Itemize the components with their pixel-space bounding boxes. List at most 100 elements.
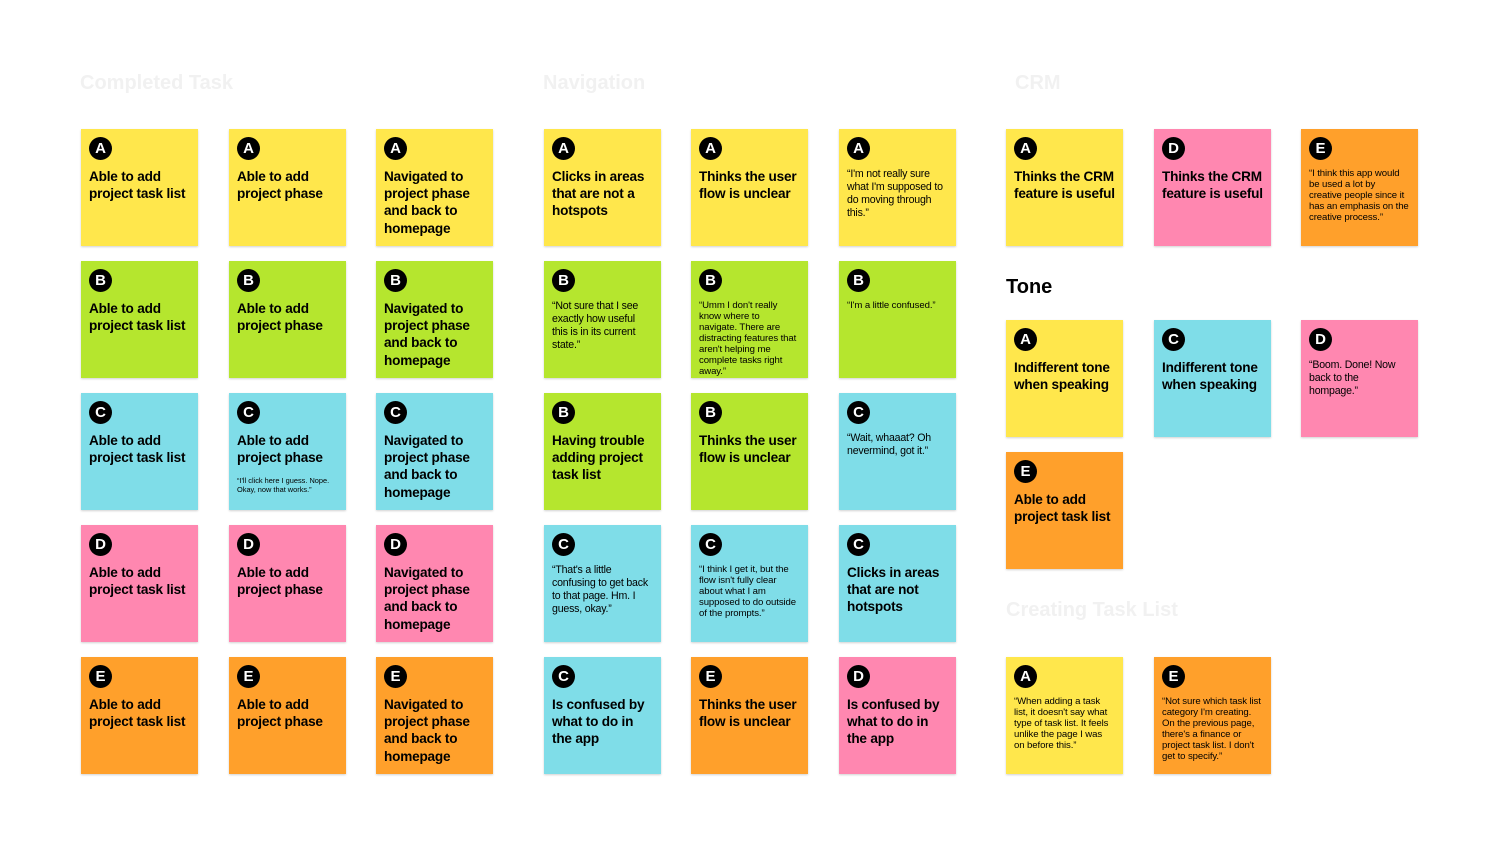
sticky-note[interactable]: C Indifferent tone when speaking — [1154, 320, 1271, 437]
sticky-note[interactable]: C “That's a little confusing to get back … — [544, 525, 661, 642]
note-quote: “I'll click here I guess. Nope. Okay, no… — [237, 476, 330, 495]
note-text: Able to add project phase — [237, 433, 323, 466]
sticky-note[interactable]: A “I'm not really sure what I'm supposed … — [839, 129, 956, 246]
sticky-note[interactable]: D Able to add project task list — [81, 525, 198, 642]
note-text: Able to add project task list — [89, 697, 186, 730]
participant-badge: E — [1014, 460, 1037, 483]
sticky-note[interactable]: D “Boom. Done! Now back to the hompage.” — [1301, 320, 1418, 437]
participant-badge: C — [1162, 328, 1185, 351]
note-quote: “Umm I don't really know where to naviga… — [699, 300, 797, 377]
sticky-note[interactable]: C Navigated to project phase and back to … — [376, 393, 493, 510]
note-text: Able to add project phase — [237, 565, 323, 598]
sticky-note[interactable]: A“When adding a task list, it doesn't sa… — [1006, 657, 1123, 774]
note-text: Navigated to project phase and back to h… — [384, 565, 470, 632]
participant-badge: D — [384, 533, 407, 556]
participant-badge: E — [237, 665, 260, 688]
sticky-note[interactable]: B“Not sure that I see exactly how useful… — [544, 261, 661, 378]
note-quote: “Boom. Done! Now back to the hompage.” — [1309, 359, 1396, 397]
participant-badge: C — [847, 401, 870, 424]
sticky-note[interactable]: E Able to add project task list — [81, 657, 198, 774]
note-text: Thinks the CRM feature is useful — [1014, 169, 1115, 202]
participant-badge: E — [1162, 665, 1185, 688]
sticky-note[interactable]: E Able to add project phase — [229, 657, 346, 774]
participant-badge: D — [237, 533, 260, 556]
participant-badge: B — [384, 269, 407, 292]
note-text: Able to add project phase — [237, 697, 323, 730]
note-text: Indifferent tone when speaking — [1014, 360, 1110, 393]
note-text: Able to add project phase — [237, 301, 323, 334]
note-quote: “That's a little confusing to get back t… — [552, 564, 648, 615]
participant-badge: E — [89, 665, 112, 688]
participant-badge: B — [847, 269, 870, 292]
note-text: Able to add project task list — [89, 301, 186, 334]
participant-badge: C — [552, 533, 575, 556]
sticky-note[interactable]: A Clicks in areas that are not a hotspots — [544, 129, 661, 246]
participant-badge: D — [847, 665, 870, 688]
note-text: Indifferent tone when speaking — [1162, 360, 1258, 393]
participant-badge: B — [237, 269, 260, 292]
note-quote: “When adding a task list, it doesn't say… — [1014, 696, 1109, 751]
sticky-note[interactable]: D Navigated to project phase and back to … — [376, 525, 493, 642]
note-text: Navigated to project phase and back to h… — [384, 169, 470, 236]
section-heading-completed-task: Completed Task — [80, 72, 233, 94]
note-text: Clicks in areas that are not a hotspots — [552, 169, 645, 219]
sticky-note[interactable]: C“I think I get it, but the flow isn't f… — [691, 525, 808, 642]
note-text: Navigated to project phase and back to h… — [384, 433, 470, 500]
sticky-note[interactable]: E“I think this app would be used a lot b… — [1301, 129, 1418, 246]
sticky-note[interactable]: A Able to add project task list — [81, 129, 198, 246]
participant-badge: D — [1309, 328, 1332, 351]
participant-badge: C — [552, 665, 575, 688]
note-quote: “I'm not really sure what I'm supposed t… — [847, 168, 943, 219]
participant-badge: A — [89, 137, 112, 160]
sticky-note[interactable]: B Able to add project task list — [81, 261, 198, 378]
sticky-note[interactable]: C Is confused by what to do in the app — [544, 657, 661, 774]
note-text: Thinks the user flow is unclear — [699, 697, 797, 730]
sticky-note[interactable]: C“Wait, whaaat? Oh nevermind, got it.” — [839, 393, 956, 510]
note-text: Thinks the user flow is unclear — [699, 169, 797, 202]
note-text: Able to add project task list — [89, 565, 186, 598]
participant-badge: A — [847, 137, 870, 160]
participant-badge: B — [699, 401, 722, 424]
note-text: Is confused by what to do in the app — [847, 697, 940, 747]
note-text: Navigated to project phase and back to h… — [384, 697, 470, 764]
participant-badge: E — [1309, 137, 1332, 160]
note-text: Thinks the CRM feature is useful — [1162, 169, 1263, 202]
sticky-note[interactable]: B Able to add project phase — [229, 261, 346, 378]
note-text: Having trouble adding project task list — [552, 433, 645, 483]
section-heading-crm: CRM — [1015, 72, 1061, 94]
note-text: Able to add project task list — [89, 169, 186, 202]
note-text: Clicks in areas that are not hotspots — [847, 565, 940, 615]
section-heading-navigation: Navigation — [543, 72, 646, 94]
sticky-note[interactable]: D Able to add project phase — [229, 525, 346, 642]
participant-badge: A — [552, 137, 575, 160]
sticky-note[interactable]: B Having trouble adding project task list — [544, 393, 661, 510]
participant-badge: B — [552, 401, 575, 424]
participant-badge: D — [89, 533, 112, 556]
participant-badge: B — [552, 269, 575, 292]
sticky-note[interactable]: D Is confused by what to do in the app — [839, 657, 956, 774]
sticky-note[interactable]: B “I'm a little confused.” — [839, 261, 956, 378]
note-text: Is confused by what to do in the app — [552, 697, 645, 747]
note-quote: “I'm a little confused.” — [847, 300, 936, 311]
section-heading-tone: Tone — [1006, 276, 1053, 298]
participant-badge: A — [1014, 328, 1037, 351]
sticky-note[interactable]: A Indifferent tone when speaking — [1006, 320, 1123, 437]
participant-badge: C — [384, 401, 407, 424]
participant-badge: C — [89, 401, 112, 424]
participant-badge: B — [89, 269, 112, 292]
sticky-note[interactable]: E“Not sure which task list category I'm … — [1154, 657, 1271, 774]
sticky-note[interactable]: B“Umm I don't really know where to navig… — [691, 261, 808, 378]
